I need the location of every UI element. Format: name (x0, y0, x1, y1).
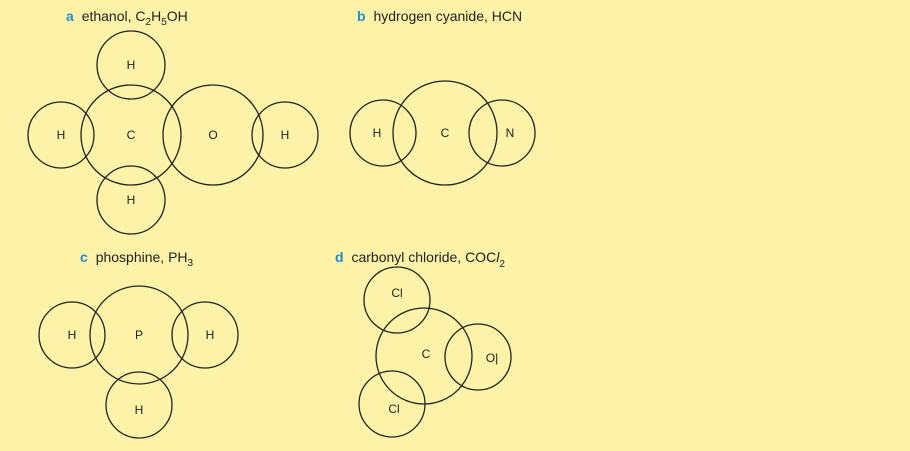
atom-circle-h-top (96, 30, 166, 100)
atom-label-cl-bottom: Cl (388, 402, 399, 416)
atom-circle-o (444, 323, 512, 391)
caption-text: OH (167, 8, 188, 24)
panel-a-letter: a (66, 8, 74, 24)
atom-circle-h-bottom (96, 165, 166, 235)
atom-label-h-bottom: H (127, 193, 136, 207)
atom-label-c: C (422, 347, 431, 361)
atom-circle-n (468, 99, 536, 167)
atom-label-o: O| (486, 351, 498, 365)
atom-label-n: N (506, 126, 515, 140)
atom-circle-c (375, 307, 473, 405)
atom-label-cl-top: Cl (391, 286, 402, 300)
atom-circle-cl-bottom (358, 370, 426, 438)
panel-b-caption: b hydrogen cyanide, HCN (357, 8, 522, 24)
subscript: 5 (161, 17, 167, 28)
panel-a-caption: a ethanol, C2H5OH (66, 8, 188, 28)
caption-text: hydrogen cyanide, HCN (373, 8, 522, 24)
atom-label-h-left: H (68, 328, 77, 342)
panel-c-letter: c (80, 249, 88, 265)
atom-label-h-right: H (281, 128, 290, 142)
subscript: 2 (146, 17, 152, 28)
atom-circle-h-left (38, 301, 106, 369)
atom-circle-h-right (251, 101, 319, 169)
panel-c-phosphine: c phosphine, PH3 H P H H (38, 249, 239, 439)
panel-d-carbonyl-chloride: d carbonyl chloride, COCl2 Cl C O| Cl (335, 249, 512, 438)
atom-circle-h-bottom (105, 371, 173, 439)
atom-circle-h-right (171, 301, 239, 369)
atom-label-c: C (127, 128, 136, 142)
atom-circle-cl-top (363, 266, 431, 334)
panel-d-caption: d carbonyl chloride, COCl2 (335, 249, 505, 270)
atom-circle-c (80, 84, 182, 186)
subscript: 2 (499, 259, 505, 270)
caption-text: phosphine, PH (96, 249, 188, 265)
atom-label-o: O (208, 128, 217, 142)
atom-label-h-top: H (127, 58, 136, 72)
panel-d-letter: d (335, 249, 344, 265)
atom-label-h-left: H (57, 128, 66, 142)
atom-circle-c (392, 80, 498, 186)
subscript: 3 (188, 258, 194, 269)
caption-text: H (151, 8, 161, 24)
panel-b-hydrogen-cyanide: b hydrogen cyanide, HCN H C N (349, 8, 536, 186)
atom-label-h-right: H (206, 328, 215, 342)
caption-italic: l (496, 249, 500, 265)
atom-label-p: P (135, 328, 143, 342)
atom-label-h: H (373, 126, 382, 140)
atom-label-h-bottom: H (135, 403, 144, 417)
panel-a-ethanol: a ethanol, C2H5OH H H C O H H (27, 8, 319, 235)
atom-circle-o (162, 84, 264, 186)
panel-b-letter: b (357, 8, 366, 24)
caption-text: ethanol, C (82, 8, 146, 24)
atom-circle-h (349, 99, 417, 167)
atom-label-c: C (441, 126, 450, 140)
atom-circle-h-left (27, 101, 95, 169)
panel-c-caption: c phosphine, PH3 (80, 249, 194, 269)
atom-circle-p (89, 285, 189, 385)
caption-text: carbonyl chloride, COC (351, 249, 496, 265)
